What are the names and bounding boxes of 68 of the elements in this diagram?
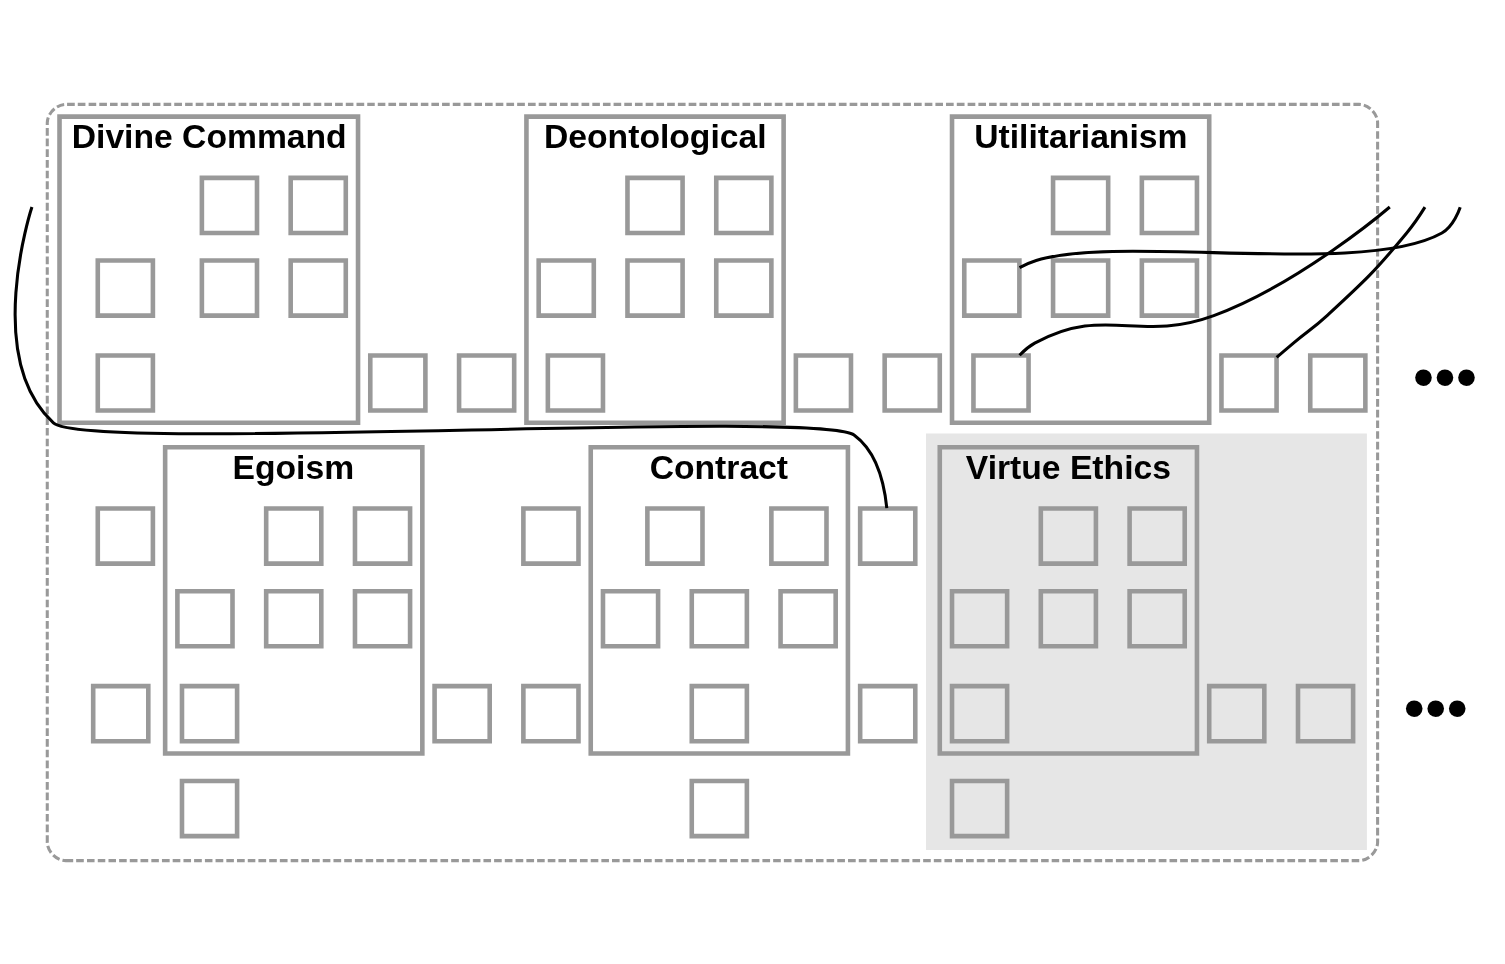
- node-box: [713, 175, 774, 235]
- node-box: [713, 257, 774, 318]
- node-box: [95, 257, 156, 318]
- node-box: [1050, 257, 1111, 318]
- node-box: [1219, 352, 1279, 413]
- cluster: [926, 433, 1367, 850]
- node-box: [521, 683, 581, 743]
- node-box: [456, 352, 517, 413]
- node-box: [949, 778, 1010, 838]
- node-box: [769, 505, 829, 566]
- node-box: [179, 683, 240, 743]
- node-box: [600, 588, 661, 649]
- node-box: [1127, 505, 1187, 566]
- node-box: [95, 352, 156, 413]
- label: •••: [1403, 673, 1468, 742]
- cluster: [45, 102, 1380, 862]
- node-box: [263, 588, 324, 649]
- cluster: Contract: [588, 444, 851, 756]
- node-box: [689, 588, 750, 649]
- node-box: [288, 175, 349, 235]
- node-box: [961, 257, 1022, 318]
- node-box: [645, 505, 705, 566]
- node-box: [175, 588, 235, 649]
- node-box: [536, 257, 597, 318]
- label: •••: [1412, 342, 1478, 411]
- node-box: [179, 778, 240, 838]
- node-box: [263, 505, 324, 566]
- node-box: [857, 505, 918, 566]
- node-box: [352, 588, 413, 649]
- node-box: [1127, 588, 1187, 649]
- connector: [1018, 206, 1462, 269]
- node-box: [368, 352, 428, 413]
- node-box: [352, 505, 413, 566]
- cluster: Utilitarianism: [949, 113, 1212, 425]
- connector: [1018, 205, 1391, 356]
- cluster: Deontological: [524, 113, 786, 425]
- node-box: [1050, 175, 1111, 235]
- node-box: [1038, 588, 1099, 649]
- node-box: [1295, 683, 1356, 743]
- node-box: [793, 352, 854, 413]
- node-box: [857, 683, 918, 743]
- node-box: [778, 588, 838, 649]
- node-box: [545, 352, 606, 413]
- node-box: [882, 352, 943, 413]
- node-box: [625, 175, 685, 235]
- connector: [13, 206, 889, 508]
- node-box: [1206, 683, 1267, 743]
- node-box: [288, 257, 349, 318]
- node-box: [625, 257, 685, 318]
- cluster: Virtue Ethics: [937, 444, 1200, 756]
- node-box: [1139, 257, 1200, 318]
- cluster: Egoism: [162, 444, 425, 756]
- cluster: Divine Command: [57, 113, 361, 425]
- node-box: [521, 505, 581, 566]
- node-box: [90, 683, 151, 743]
- node-box: [199, 257, 260, 318]
- node-box: [949, 588, 1010, 649]
- node-box: [95, 505, 156, 566]
- node-box: [1038, 505, 1099, 566]
- node-box: [689, 683, 750, 743]
- node-box: [971, 352, 1031, 413]
- node-box: [689, 778, 750, 838]
- node-box: [1139, 175, 1200, 235]
- node-box: [199, 175, 260, 235]
- node-box: [432, 683, 492, 743]
- connector: [1275, 205, 1427, 359]
- node-box: [1307, 352, 1368, 413]
- node-box: [949, 683, 1010, 743]
